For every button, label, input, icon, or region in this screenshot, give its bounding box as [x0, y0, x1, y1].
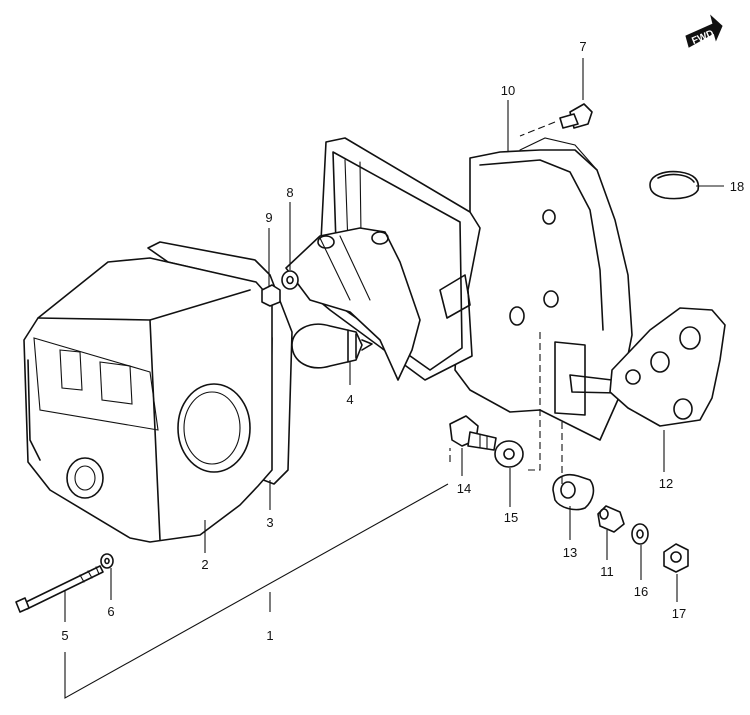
- callout-15: 15: [504, 510, 518, 525]
- part-6-washer: [100, 553, 114, 569]
- part-10-housing-base: [454, 137, 633, 441]
- part-2-lens: [23, 257, 273, 543]
- callout-5: 5: [61, 628, 68, 643]
- part-7-screw: [519, 103, 593, 137]
- callout-labels: 1 2 3 4 5 6 7 8 9 10 11 12 13 14 15 16 1…: [61, 39, 744, 643]
- callout-14: 14: [457, 481, 471, 496]
- part-8-washer: [281, 270, 299, 290]
- fwd-badge-text: FWD: [690, 28, 715, 47]
- part-11-collar: [597, 505, 625, 533]
- callout-12: 12: [659, 476, 673, 491]
- callout-3: 3: [266, 515, 273, 530]
- callout-7: 7: [579, 39, 586, 54]
- part-4-bulb-socket: [285, 227, 421, 381]
- part-9-nut: [261, 284, 281, 307]
- bulb: [291, 323, 373, 369]
- callout-18: 18: [730, 179, 744, 194]
- callout-17: 17: [672, 606, 686, 621]
- leader-lines: [64, 58, 724, 699]
- callout-11: 11: [600, 564, 614, 579]
- part-16-washer: [631, 523, 649, 545]
- callout-4: 4: [346, 392, 353, 407]
- part-18-grommet: [649, 170, 700, 200]
- callout-10: 10: [501, 83, 515, 98]
- part-17-nut: [663, 543, 689, 573]
- part-5-bolt: [15, 565, 104, 613]
- part-13-cushion: [552, 474, 595, 511]
- part-15-washer: [494, 440, 524, 468]
- callout-8: 8: [286, 185, 293, 200]
- part-14-bolt: [449, 415, 497, 451]
- callout-6: 6: [107, 604, 114, 619]
- callout-9: 9: [265, 210, 272, 225]
- callout-13: 13: [563, 545, 577, 560]
- fwd-arrow-icon: FWD: [685, 14, 723, 48]
- callout-1: 1: [266, 628, 273, 643]
- callout-2: 2: [201, 557, 208, 572]
- part-12-mount-plate: [609, 307, 726, 427]
- callout-16: 16: [634, 584, 648, 599]
